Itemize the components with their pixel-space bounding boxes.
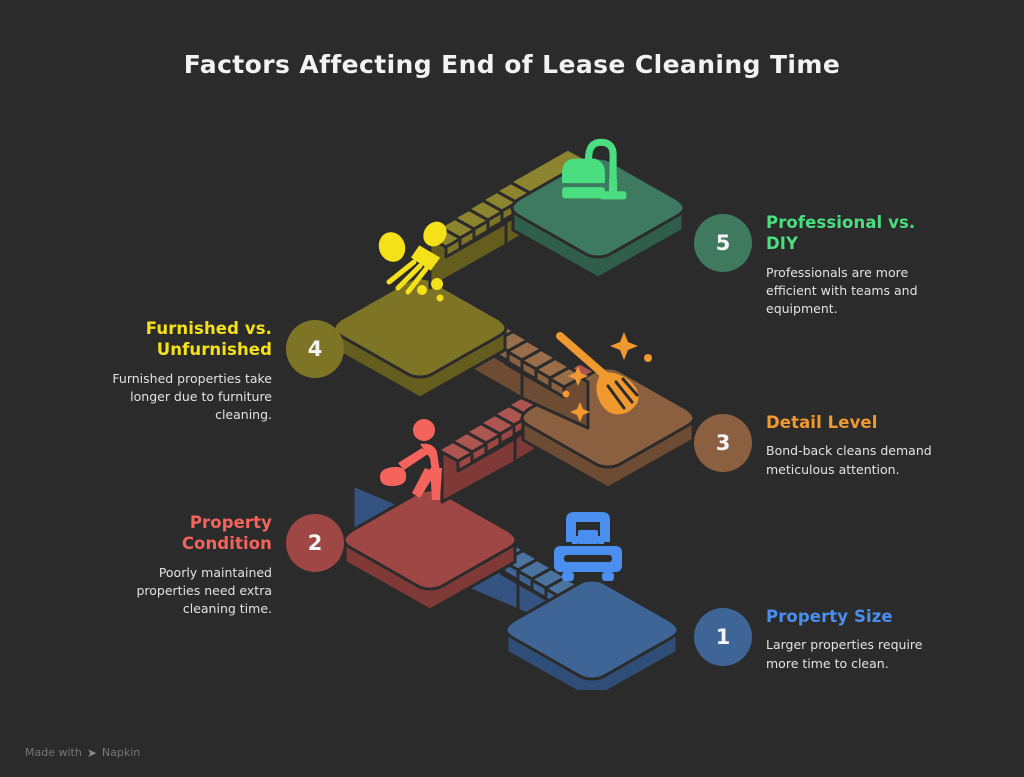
step-heading-1: Property Size (766, 607, 893, 626)
person-mopping-icon (380, 419, 442, 500)
step-number-badge-2: 2 (286, 514, 344, 572)
step-heading-4: Furnished vs. Unfurnished (145, 319, 272, 360)
platform-property-size (504, 578, 680, 690)
step-text-5: Professional vs. DIY Professionals are m… (766, 212, 938, 318)
step-furnished-vs-unfurnished[interactable]: Furnished vs. Unfurnished Furnished prop… (100, 318, 344, 424)
napkin-brand-label: Napkin (101, 746, 141, 759)
duster-brush-icon (378, 221, 447, 302)
step-description-4: Furnished properties take longer due to … (112, 370, 272, 423)
vacuum-cleaner-icon (562, 138, 627, 200)
made-with-napkin-footer[interactable]: Made with ➤ Napkin (25, 746, 140, 759)
platform-property-condition (342, 488, 518, 612)
cleaning-cart-icon (554, 512, 622, 581)
step-number-badge-5: 5 (694, 214, 752, 272)
step-heading-3: Detail Level (766, 413, 878, 432)
step-heading-2: Property Condition (181, 513, 272, 554)
step-professional-vs-diy[interactable]: 5 Professional vs. DIY Professionals are… (694, 212, 938, 318)
step-number-badge-1: 1 (694, 608, 752, 666)
napkin-logo-icon: ➤ (86, 745, 97, 760)
step-text-3: Detail Level Bond-back cleans demand met… (766, 412, 938, 479)
step-description-2: Poorly maintained properties need extra … (136, 564, 272, 617)
step-number-badge-4: 4 (286, 320, 344, 378)
isometric-staircase-illustration (330, 110, 710, 690)
step-property-size[interactable]: 1 Property Size Larger properties requir… (694, 606, 938, 673)
footer-prefix-label: Made with (25, 746, 82, 759)
broom-sparkle-icon (556, 332, 652, 422)
step-detail-level[interactable]: 3 Detail Level Bond-back cleans demand m… (694, 412, 938, 479)
step-text-4: Furnished vs. Unfurnished Furnished prop… (100, 318, 272, 424)
step-text-2: Property Condition Poorly maintained pro… (100, 512, 272, 618)
platform-furnished-unfurnished (332, 276, 508, 400)
step-heading-5: Professional vs. DIY (766, 213, 916, 254)
step-property-condition[interactable]: Property Condition Poorly maintained pro… (100, 512, 344, 618)
step-description-5: Professionals are more efficient with te… (766, 264, 918, 317)
page-title: Factors Affecting End of Lease Cleaning … (183, 50, 841, 79)
step-description-1: Larger properties require more time to c… (766, 637, 923, 671)
platform-professional-diy (510, 156, 686, 280)
step-text-1: Property Size Larger properties require … (766, 606, 938, 673)
step-description-3: Bond-back cleans demand meticulous atten… (766, 443, 932, 477)
step-number-badge-3: 3 (694, 414, 752, 472)
